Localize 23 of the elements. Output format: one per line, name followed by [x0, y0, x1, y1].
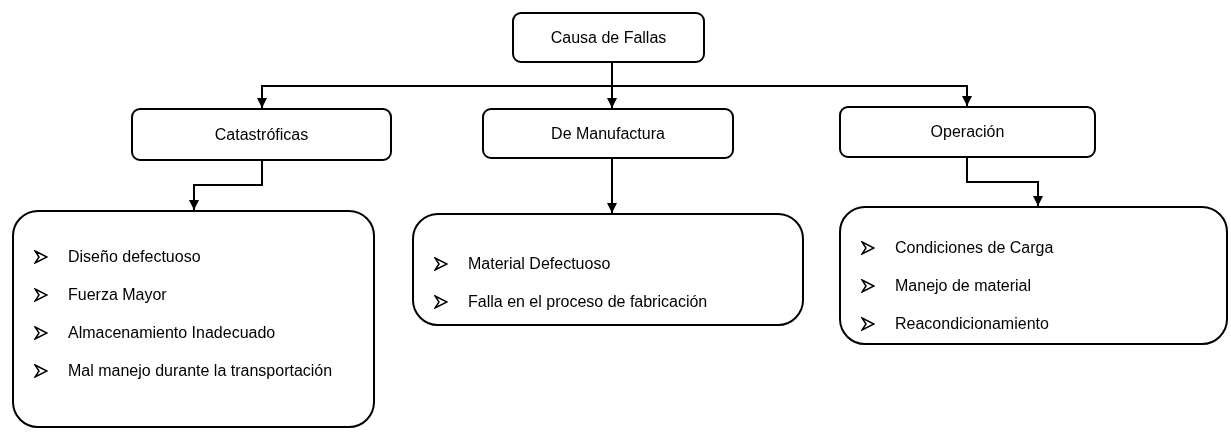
category-box — [482, 108, 734, 159]
box-label: De Manufactura — [551, 124, 665, 143]
category-box — [131, 108, 392, 161]
list-item: Material Defectuoso — [468, 254, 611, 274]
list-box — [12, 210, 375, 428]
list-box — [839, 206, 1228, 345]
box-label: Catastróficas — [214, 125, 309, 144]
connector-arrow — [966, 157, 1043, 207]
list-item: Diseño defectuoso — [68, 247, 201, 267]
list-item: Almacenamiento Inadecuado — [68, 323, 276, 343]
list-item: Reacondicionamiento — [895, 314, 1049, 334]
category-box — [839, 106, 1096, 158]
category-box — [512, 12, 705, 63]
list-box — [412, 213, 804, 326]
connector-arrow — [189, 160, 263, 211]
list-item: Mal manejo durante la transportación — [68, 361, 333, 381]
connector-arrow — [607, 158, 617, 214]
box-label: Causa de Fallas — [550, 28, 667, 47]
list-item: Fuerza Mayor — [68, 285, 167, 305]
list-item: Falla en el proceso de fabricación — [468, 292, 708, 312]
list-item: Condiciones de Carga — [895, 238, 1054, 258]
box-label: Operación — [930, 123, 1005, 141]
list-item: Manejo de material — [895, 276, 1032, 296]
